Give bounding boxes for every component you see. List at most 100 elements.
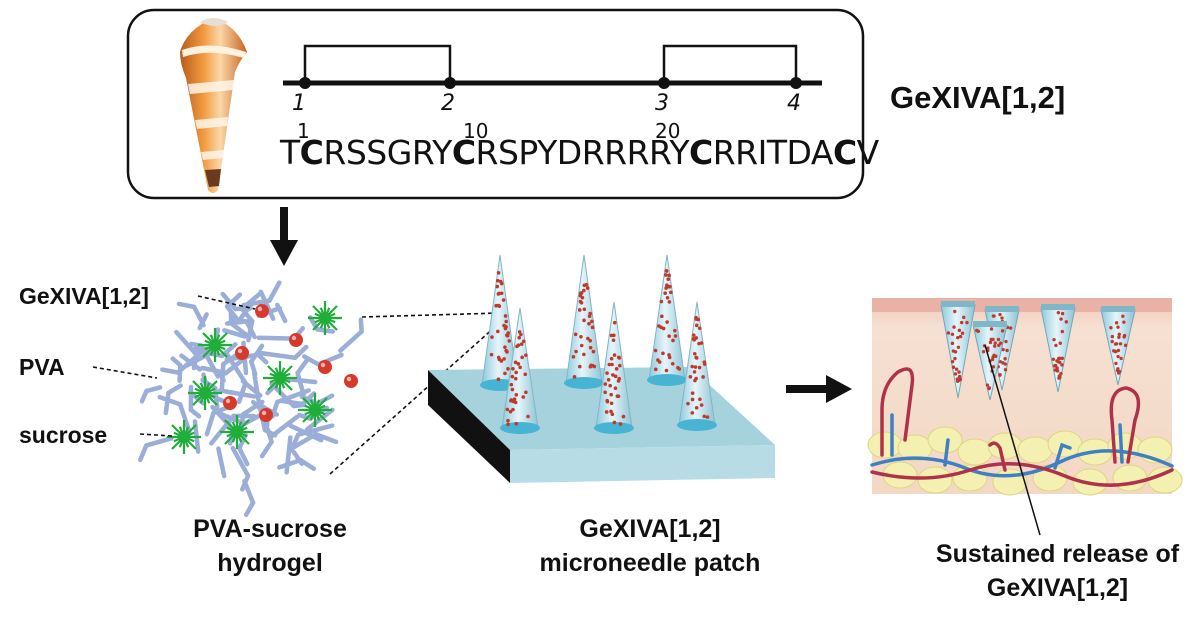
residue: R — [626, 133, 650, 172]
pva-chain — [224, 304, 240, 323]
drug-dot — [503, 345, 507, 349]
pva-chain — [228, 321, 252, 340]
drug-dot — [513, 360, 518, 365]
drug-dot — [607, 362, 612, 367]
drug-dot — [1116, 325, 1120, 329]
drug-dot — [1116, 354, 1120, 359]
drug-dot — [513, 376, 518, 381]
drug-dot — [579, 291, 583, 295]
drug-dot — [590, 325, 595, 330]
fat-cell — [1147, 466, 1183, 494]
drug-dot — [518, 365, 522, 370]
drug-dot — [1114, 361, 1118, 366]
needle-base — [647, 374, 687, 386]
drug-dot — [577, 308, 582, 312]
drug-dot — [954, 367, 959, 371]
drug-dot — [987, 386, 992, 390]
drug-dot — [511, 366, 515, 371]
pva-chain — [288, 423, 324, 443]
drug-dot — [992, 344, 997, 348]
drug-dot — [660, 314, 664, 319]
residue: P — [518, 133, 538, 172]
pva-chain — [209, 413, 236, 446]
drug-dot — [998, 373, 1002, 377]
drug-dot — [497, 291, 501, 296]
residue: D — [556, 133, 582, 172]
sucrose-star-icon — [263, 361, 297, 395]
drug-dot — [1003, 362, 1007, 366]
drug-dot — [524, 353, 528, 357]
pva-chain — [246, 318, 255, 343]
drug-dot — [992, 314, 996, 318]
drug-dot — [699, 403, 704, 407]
pva-branch — [139, 388, 149, 404]
drug-dot — [605, 399, 610, 404]
drug-dot — [616, 355, 621, 360]
drug-dot — [665, 296, 670, 300]
drug-dot — [697, 326, 702, 331]
drug-dot — [667, 334, 671, 338]
pva-branch — [292, 344, 309, 360]
drug-dot — [574, 349, 578, 354]
drug-bead — [344, 374, 358, 388]
pva-network — [138, 280, 364, 518]
residue: Y — [432, 133, 452, 172]
drug-dot — [953, 356, 957, 361]
drug-dot — [1003, 357, 1007, 361]
drug-dot — [506, 418, 510, 423]
residue: S — [345, 133, 367, 172]
position-marker-1: 1 — [297, 119, 310, 143]
cysteine-label-4: 4 — [787, 91, 801, 116]
pva-branch — [237, 445, 250, 467]
drug-dot — [694, 323, 699, 328]
drug-dot — [499, 359, 504, 363]
pva-chain — [241, 291, 263, 310]
fat-cell — [927, 426, 963, 454]
microneedle — [564, 254, 604, 389]
pva-chain — [191, 304, 206, 328]
drug-dot — [1054, 343, 1058, 348]
peptide-sequence: TCRSSGRYCRSPYDRRRRYCRRITDACV — [280, 133, 879, 172]
drug-dot — [657, 360, 662, 364]
drug-dot — [613, 386, 618, 390]
cysteine-nodes — [299, 77, 802, 89]
pva-branch — [204, 410, 216, 437]
drug-dot — [1119, 356, 1123, 361]
drug-dot — [616, 394, 621, 399]
drug-dot — [579, 343, 584, 348]
pva-branch — [160, 367, 181, 375]
drug-dot — [699, 341, 704, 345]
drug-dot — [496, 329, 500, 334]
drug-dot — [588, 338, 592, 343]
bead-highlight — [237, 348, 243, 354]
residue: T — [766, 133, 787, 172]
down-arrow-icon — [270, 207, 298, 266]
drug-dot — [496, 303, 501, 308]
drug-dot — [1000, 316, 1004, 320]
drug-dot — [1114, 342, 1119, 346]
drug-dot — [990, 357, 995, 362]
residue: D — [786, 133, 812, 172]
residue: T — [280, 133, 300, 172]
sucrose-star-icon — [167, 420, 201, 454]
residue: R — [712, 133, 736, 172]
sucrose-stars — [167, 301, 342, 454]
drug-dot — [609, 409, 613, 414]
drug-dot — [661, 351, 665, 356]
bead-highlight — [291, 335, 297, 341]
drug-dot — [1001, 347, 1005, 352]
drug-dot — [692, 337, 697, 342]
drug-dot — [1114, 321, 1119, 325]
drug-dot — [588, 364, 593, 369]
drug-dot — [496, 271, 501, 275]
drug-dot — [521, 339, 526, 344]
drug-dot — [692, 370, 697, 374]
pva-chain — [277, 457, 303, 470]
drug-dot — [520, 355, 524, 360]
pva-chain — [217, 388, 257, 399]
fat-cell — [1112, 464, 1148, 492]
drug-dot — [517, 330, 522, 334]
drug-dot — [1005, 348, 1009, 353]
patch-caption-line2: microneedle patch — [539, 549, 761, 577]
drug-dot — [586, 336, 590, 341]
